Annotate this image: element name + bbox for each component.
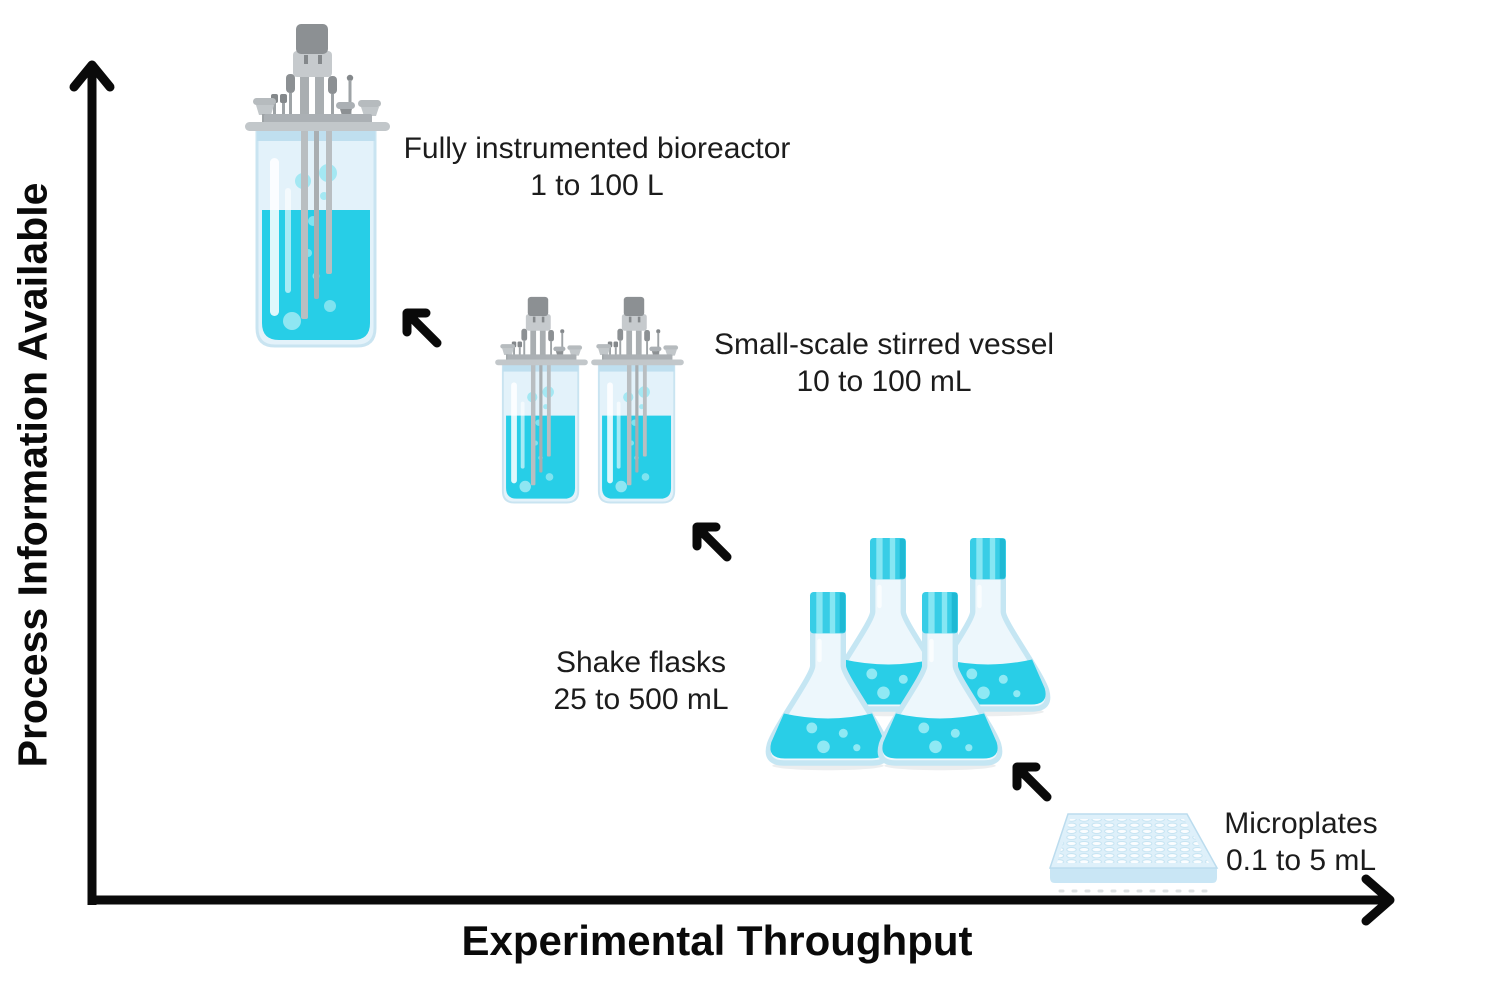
stirred-tank-bioreactor-icon: [240, 18, 395, 353]
shake-flasks-label: Shake flasks 25 to 500 mL: [491, 644, 791, 718]
microplates-label: Microplates 0.1 to 5 mL: [1151, 805, 1451, 879]
y-axis-label: Process Information Available: [9, 182, 56, 768]
small-vessel-label-name: Small-scale stirred vessel: [713, 328, 1055, 361]
small-stirred-vessel-icon: [492, 293, 591, 507]
bioreactor-label-name: Fully instrumented bioreactor: [403, 132, 791, 165]
bioreactor-label: Fully instrumented bioreactor 1 to 100 L: [377, 130, 817, 204]
bioreactor-illustration: [240, 18, 395, 353]
bioreactor-label-volume: 1 to 100 L: [530, 169, 664, 202]
x-axis: [88, 874, 1395, 926]
step-arrow-3 up-left-arrow-icon: [1004, 754, 1056, 806]
shake-flasks-label-name: Shake flasks: [555, 646, 727, 679]
y-axis: [69, 60, 115, 905]
step-arrow-1 up-left-arrow-icon: [394, 300, 446, 352]
small-vessel-label: Small-scale stirred vessel 10 to 100 mL: [664, 326, 1104, 400]
step-arrow-2 up-left-arrow-icon: [684, 514, 736, 566]
small-vessel-label-volume: 10 to 100 mL: [796, 365, 972, 398]
microplates-label-name: Microplates: [1224, 807, 1378, 840]
erlenmeyer-flask-icon: [868, 592, 1012, 772]
shake-flasks-label-volume: 25 to 500 mL: [553, 683, 729, 716]
small-stirred-vessel-illustration-1: [492, 293, 591, 507]
microplates-label-volume: 0.1 to 5 mL: [1225, 844, 1377, 877]
shake-flask-illustration-4: [868, 592, 1012, 772]
x-axis-label: Experimental Throughput: [461, 917, 973, 964]
